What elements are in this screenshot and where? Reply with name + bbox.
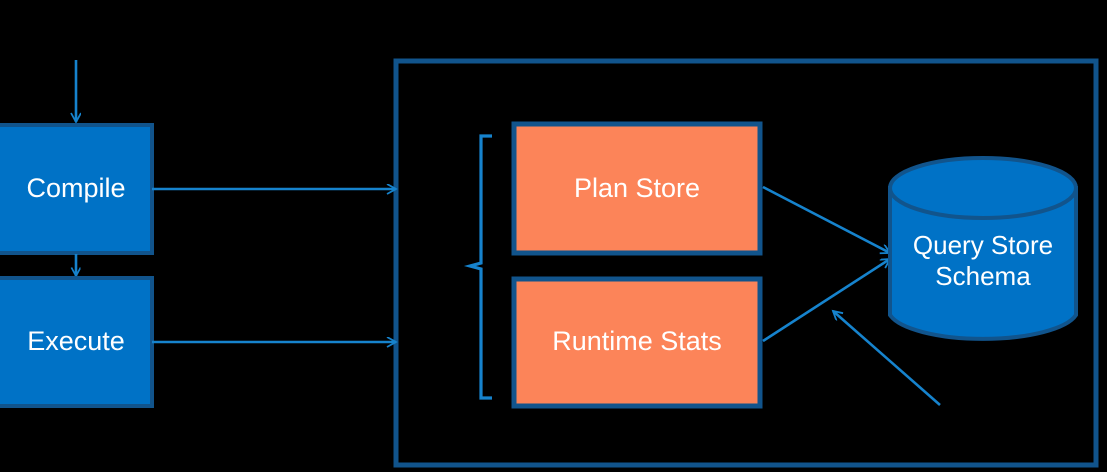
node-query-store-schema[interactable] xyxy=(888,156,1078,341)
store-group-bracket xyxy=(463,134,492,400)
query-store-boundary xyxy=(393,58,1099,468)
connector-external-to-schema xyxy=(833,311,941,406)
node-runtime-stats[interactable] xyxy=(511,276,763,409)
connector-plan-store-to-schema xyxy=(762,185,890,253)
cylinder-top xyxy=(888,156,1078,220)
node-compile[interactable] xyxy=(0,123,154,255)
node-plan-store[interactable] xyxy=(511,121,763,256)
cylinder-body xyxy=(888,186,1078,341)
connector-runtime-stats-to-schema xyxy=(762,257,890,343)
node-execute[interactable] xyxy=(0,276,154,408)
